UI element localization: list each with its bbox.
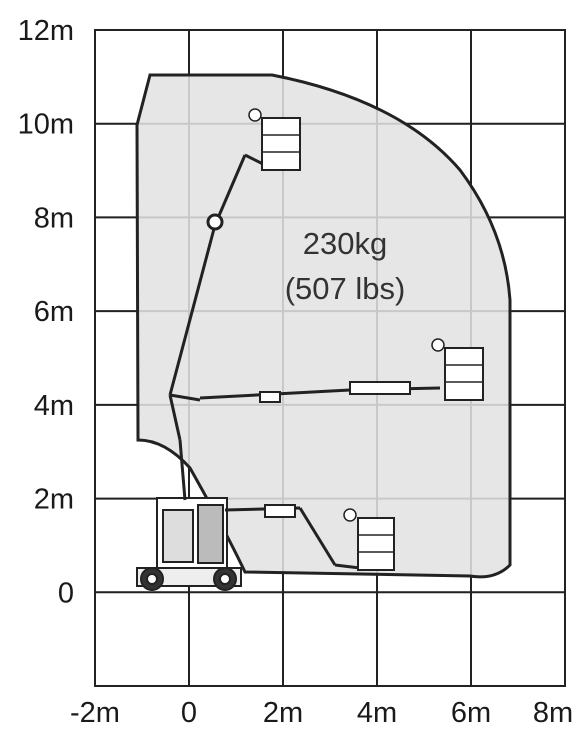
y-axis-labels: 12m 10m 8m 6m 4m 2m 0 [18, 15, 74, 609]
working-envelope [135, 73, 512, 579]
capacity-imperial: (507 lbs) [285, 271, 406, 306]
y-tick-label: 4m [34, 390, 74, 422]
x-tick-label: -2m [70, 697, 120, 729]
x-tick-label: 8m [533, 697, 573, 729]
boom-max-height [168, 108, 301, 501]
y-tick-label: 0 [58, 577, 74, 609]
boom-low-position [224, 504, 395, 571]
x-tick-label: 2m [263, 697, 303, 729]
boom-max-outreach [169, 338, 484, 403]
y-tick-label: 2m [34, 484, 74, 516]
x-tick-label: 6m [451, 697, 491, 729]
y-tick-label: 8m [34, 202, 74, 234]
machine-base [136, 497, 242, 591]
y-tick-label: 10m [18, 109, 74, 141]
x-tick-label: 0 [181, 697, 197, 729]
x-tick-label: 4m [357, 697, 397, 729]
y-tick-label: 6m [34, 296, 74, 328]
capacity-metric: 230kg [303, 226, 387, 261]
x-axis-labels: -2m 0 2m 4m 6m 8m [70, 697, 573, 729]
y-tick-label: 12m [18, 15, 74, 47]
